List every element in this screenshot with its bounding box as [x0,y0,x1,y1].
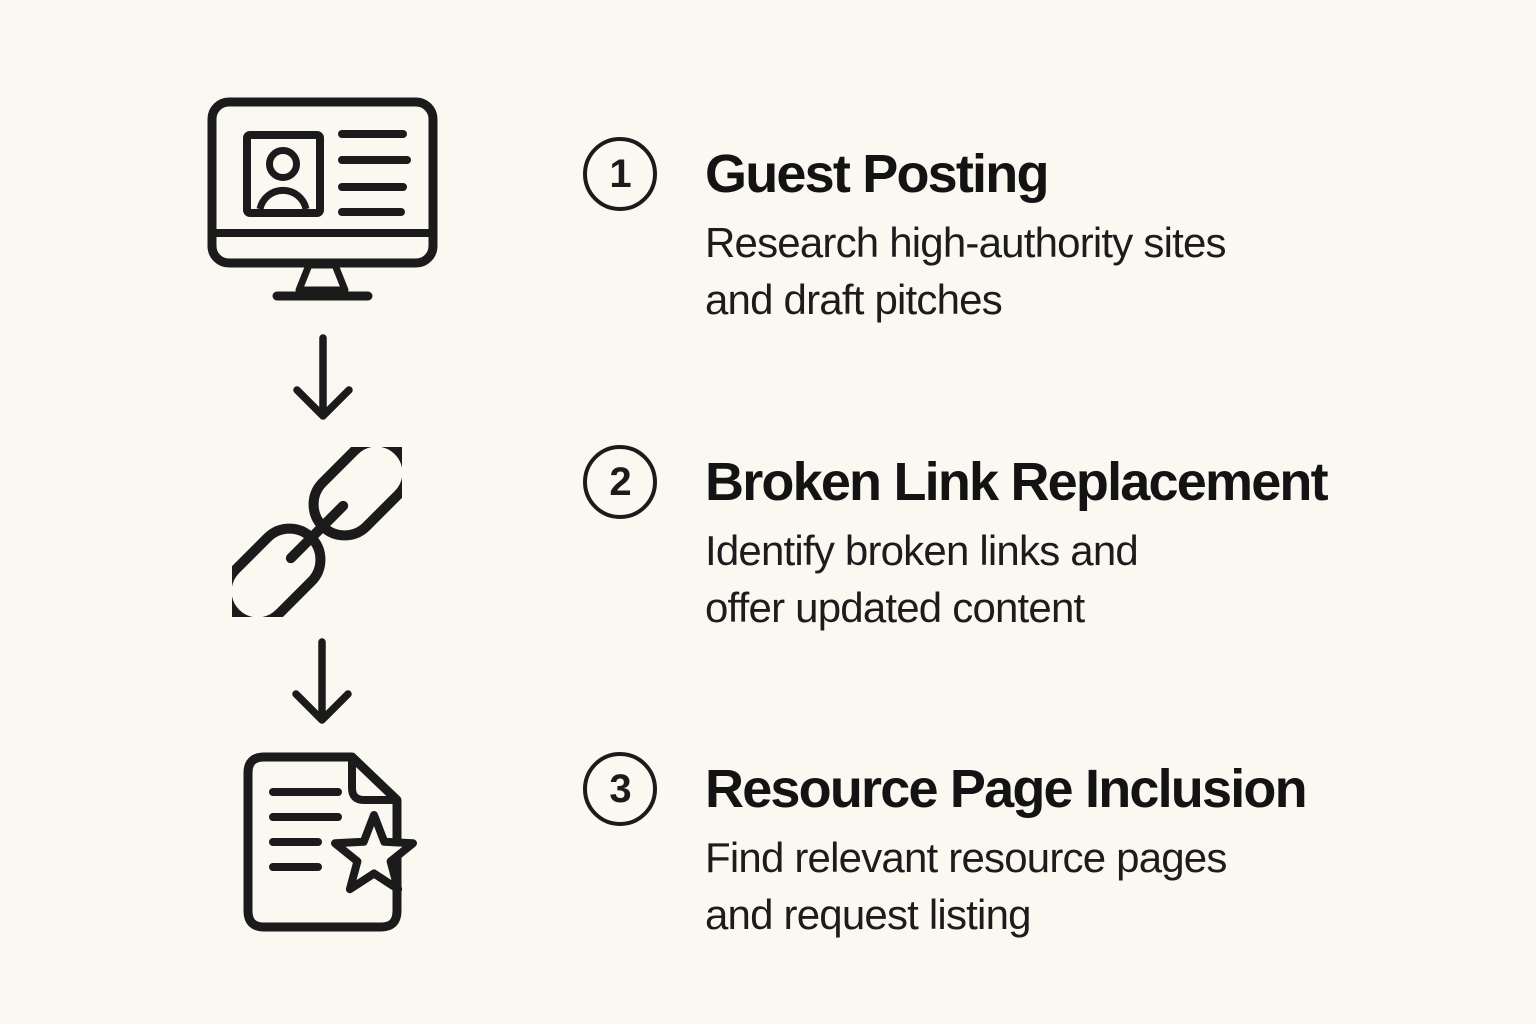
step-2-description: Identify broken links and offer updated … [705,522,1327,636]
step-number: 3 [609,766,631,811]
step-2: 2 Broken Link Replacement Identify broke… [583,445,1329,636]
step-2-desc-line-2: offer updated content [705,584,1085,631]
step-number: 2 [609,459,631,504]
step-1-description: Research high-authority sites and draft … [705,214,1227,328]
step-2-number-badge: 2 [583,445,657,519]
step-3-desc-line-2: and request listing [705,891,1031,938]
step-3-title: Resource Page Inclusion [705,759,1308,819]
monitor-profile-card-icon [205,93,441,305]
arrow-down-icon [292,638,352,728]
step-2-title: Broken Link Replacement [705,452,1329,512]
step-3-number-badge: 3 [583,752,657,826]
chain-link-icon [232,447,402,617]
step-1-number-badge: 1 [583,137,657,211]
step-3-description: Find relevant resource pages and request… [705,829,1306,943]
step-1-desc-line-2: and draft pitches [705,276,1003,323]
step-1-desc-line-1: Research high-authority sites [705,219,1227,266]
arrow-down-icon [293,334,353,424]
document-star-icon [243,750,423,934]
step-3: 3 Resource Page Inclusion Find relevant … [583,752,1308,943]
step-1-title: Guest Posting [705,144,1049,204]
step-3-desc-line-1: Find relevant resource pages [705,834,1227,881]
step-number: 1 [609,151,631,196]
step-1: 1 Guest Posting Research high-authority … [583,137,1227,328]
step-2-desc-line-1: Identify broken links and [705,527,1139,574]
